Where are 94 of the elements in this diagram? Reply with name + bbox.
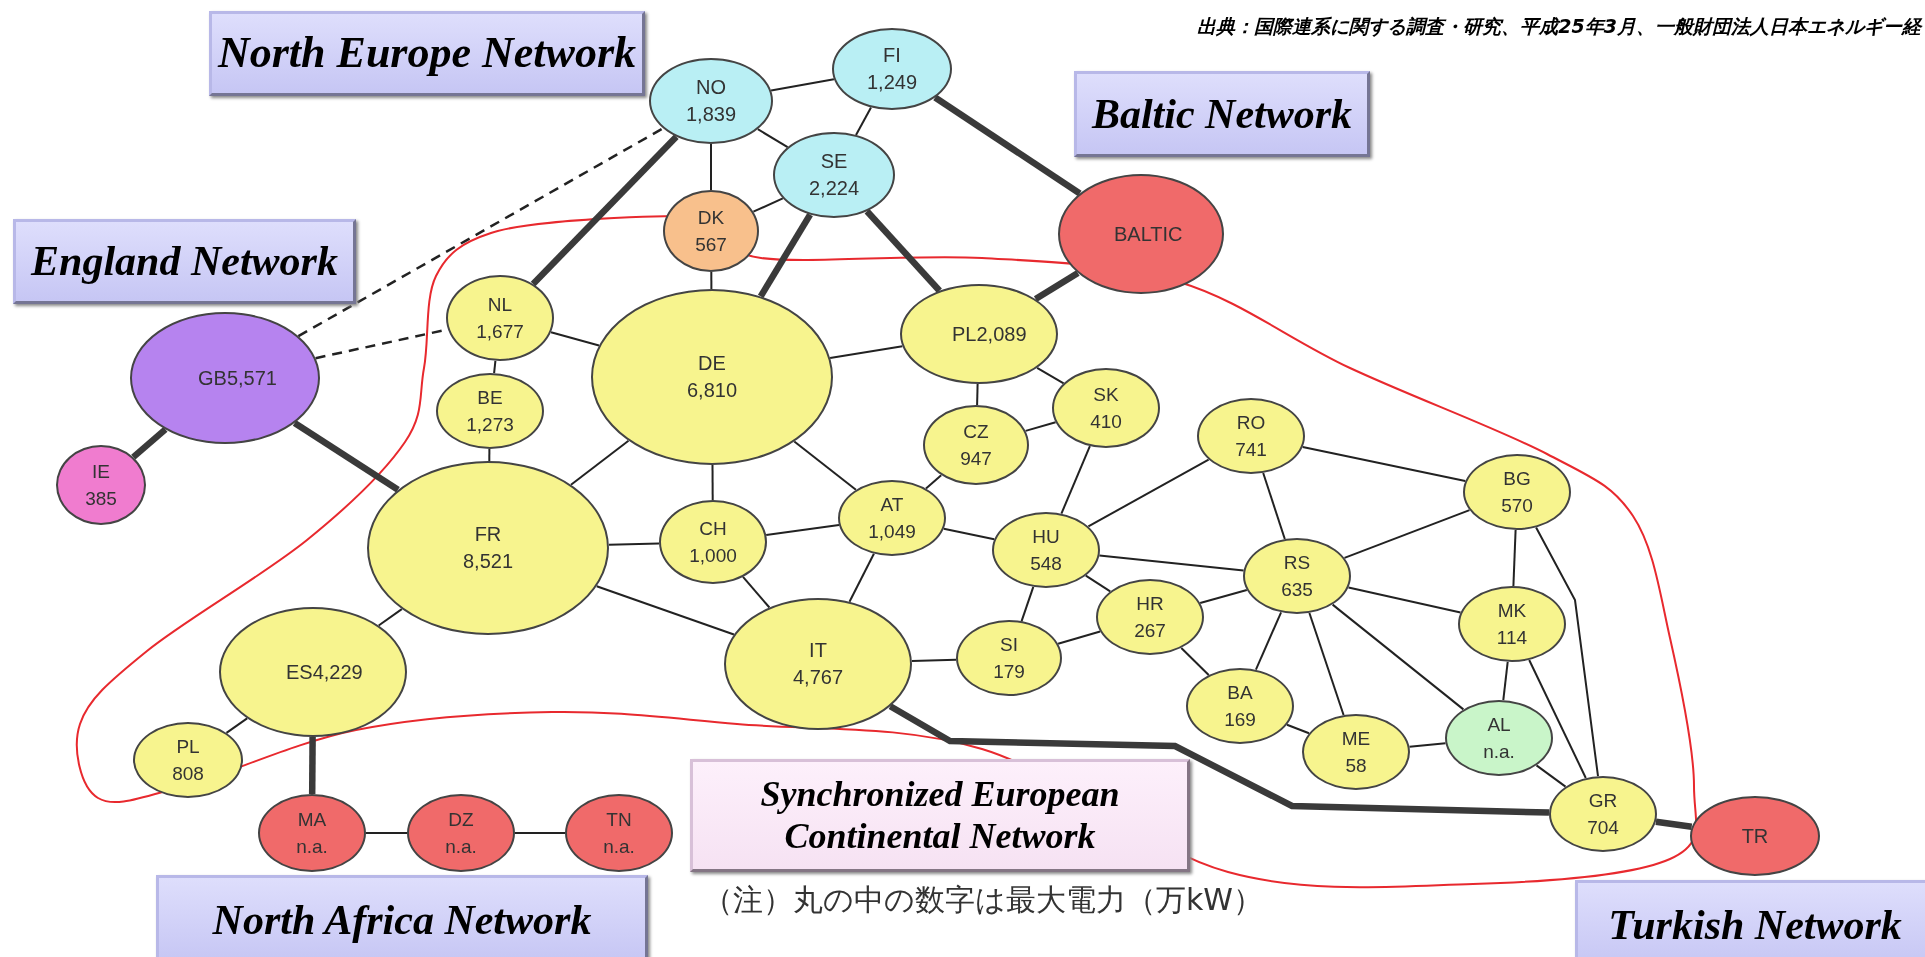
connection-line	[770, 78, 835, 92]
country-circle: RS 635	[1243, 538, 1351, 614]
country-circle: HR 267	[1096, 579, 1204, 655]
country-circle: TN n.a.	[565, 794, 673, 872]
connection-line	[711, 464, 714, 501]
country-circle: IE 385	[56, 445, 146, 525]
country-circle: SE 2,224	[773, 132, 895, 218]
network-label-box: Synchronized European Continental Network	[690, 759, 1190, 872]
connection-line	[933, 94, 1082, 197]
connection-line	[829, 345, 904, 359]
connection-line	[365, 832, 408, 834]
country-circle: GB5,571	[130, 312, 320, 444]
connection-line	[1199, 589, 1248, 604]
connection-line	[308, 736, 316, 795]
country-circle: BA 169	[1186, 668, 1294, 744]
connection-line	[1180, 647, 1210, 676]
connection-line	[1301, 445, 1467, 483]
country-circle: NL 1,677	[446, 275, 554, 361]
country-circle: CH 1,000	[659, 500, 767, 584]
connection-line	[514, 832, 566, 834]
connection-line	[976, 383, 979, 406]
connection-line	[1036, 366, 1065, 385]
connection-line	[377, 608, 403, 627]
connection-line	[1286, 723, 1310, 735]
connection-line	[292, 420, 400, 493]
connection-line	[570, 439, 630, 486]
connection-line	[607, 542, 660, 546]
country-circle: CZ 947	[923, 405, 1029, 485]
network-label-box: North Europe Network	[209, 11, 645, 96]
network-label-box: England Network	[13, 219, 356, 304]
connection-line	[864, 209, 942, 293]
connection-line	[1502, 660, 1509, 702]
connection-line	[756, 128, 789, 149]
connection-line	[1024, 421, 1057, 432]
connection-line	[225, 717, 249, 734]
connection-line	[1098, 554, 1245, 572]
connection-line	[493, 359, 497, 375]
connection-line	[925, 474, 943, 490]
connection-line	[1084, 574, 1112, 593]
connection-line	[942, 527, 996, 541]
country-circle: DE 6,810	[591, 289, 833, 465]
connection-line	[550, 331, 600, 347]
country-circle: ES4,229	[219, 607, 407, 737]
connection-line	[1033, 270, 1080, 302]
connection-line	[1347, 586, 1462, 614]
note-text: （注）丸の中の数字は最大電力（万kW）	[703, 881, 1264, 919]
connection-line	[910, 658, 958, 663]
connection-line	[1060, 445, 1091, 515]
country-circle: BALTIC	[1058, 174, 1224, 294]
connection-line	[131, 426, 168, 460]
connection-line	[793, 440, 857, 491]
connection-line	[888, 703, 1550, 816]
network-label-box: Turkish Network	[1575, 880, 1925, 957]
network-label-box: North Africa Network	[156, 875, 648, 957]
connection-line	[710, 271, 713, 290]
country-circle: SK 410	[1052, 368, 1160, 448]
network-label-box: Baltic Network	[1074, 71, 1370, 157]
connection-line	[1254, 611, 1283, 671]
country-circle: ME 58	[1302, 714, 1410, 790]
country-circle: PL 808	[133, 722, 243, 798]
connection-line	[1535, 764, 1567, 788]
connection-line	[1408, 742, 1447, 748]
connection-line	[1262, 472, 1286, 540]
country-circle: MK 114	[1458, 586, 1566, 662]
connection-line	[710, 143, 712, 191]
country-circle: HU 548	[992, 512, 1100, 588]
country-circle: AL n.a.	[1445, 700, 1553, 776]
connection-line	[1020, 585, 1035, 623]
country-circle: TR	[1690, 796, 1820, 876]
country-circle: NO 1,839	[649, 58, 773, 144]
country-circle: GR 704	[1549, 776, 1657, 852]
connection-line	[1528, 659, 1587, 779]
source-text: 出典：国際連系に関する調査・研究、平成25年3月、一般財団法人日本エネルギー経	[1197, 14, 1921, 39]
connection-line	[297, 127, 664, 338]
country-circle: MA n.a.	[258, 794, 366, 872]
country-circle: DK 567	[663, 190, 759, 272]
country-circle: SI 179	[956, 620, 1062, 696]
connection-line	[1331, 603, 1465, 711]
connection-line	[488, 448, 491, 462]
country-circle: RO 741	[1197, 398, 1305, 474]
connection-line	[765, 524, 840, 536]
country-circle: DZ n.a.	[407, 794, 515, 872]
connection-line	[1655, 818, 1693, 830]
country-circle: AT 1,049	[838, 480, 946, 556]
connection-line	[530, 134, 679, 287]
country-circle: IT 4,767	[724, 598, 912, 730]
country-circle: BE 1,273	[436, 373, 544, 449]
country-circle: BG 570	[1463, 454, 1571, 530]
country-circle: PL2,089	[900, 284, 1058, 384]
country-circle: FI 1,249	[832, 28, 952, 110]
connection-line	[1087, 458, 1210, 528]
connection-line	[1308, 612, 1345, 716]
connection-line	[1512, 529, 1517, 587]
country-circle: FR 8,521	[367, 461, 609, 635]
